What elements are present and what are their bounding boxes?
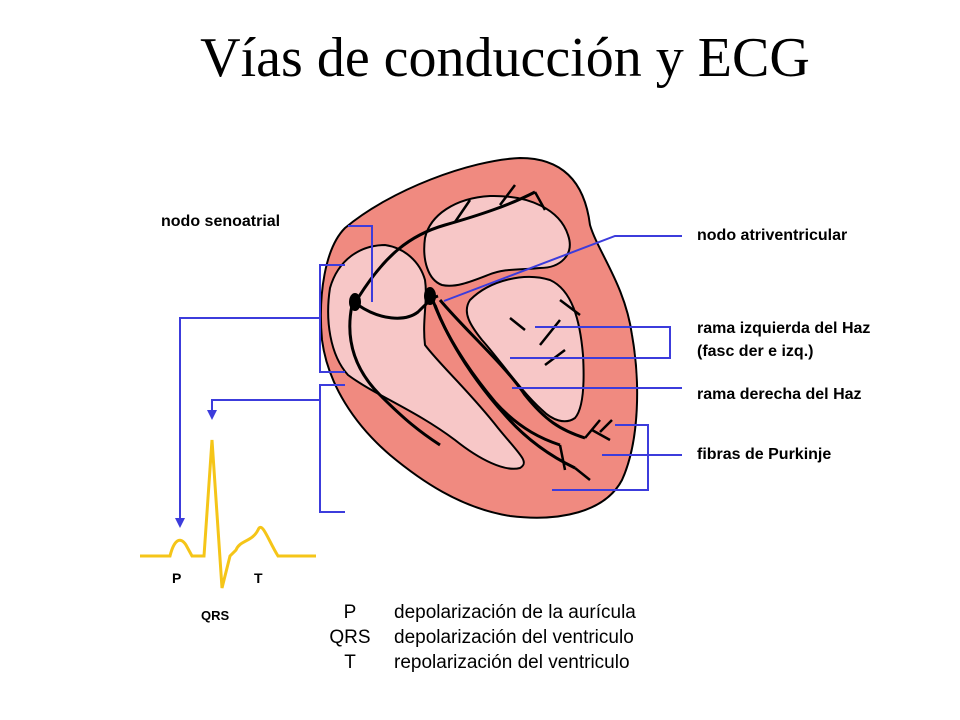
- pointer-av-node: [443, 235, 682, 302]
- label-left-bundle-line1: rama izquierda del Haz: [697, 320, 871, 337]
- legend-key: T: [344, 652, 356, 673]
- bundle-left-branch: [438, 299, 586, 440]
- left-ventricle: [465, 276, 585, 423]
- legend-desc: repolarización del ventriculo: [394, 652, 630, 673]
- arrow-to-qrs: [211, 399, 320, 412]
- pointer-purkinje: [552, 424, 649, 491]
- ecg-trace: [140, 439, 316, 589]
- page-title: Vías de conducción y ECG: [200, 27, 810, 89]
- label-right-bundle: rama derecha del Haz: [697, 386, 862, 403]
- legend-key: P: [343, 602, 357, 623]
- legend-desc: depolarización de la aurícula: [394, 602, 636, 623]
- label-left-bundle-line2: (fasc der e izq.): [697, 343, 814, 360]
- sa-node: [349, 293, 361, 311]
- left-atrium: [423, 194, 571, 287]
- ecg-label-t: T: [254, 570, 263, 586]
- legend-key: QRS: [329, 627, 371, 648]
- pointer-left-bundle: [510, 326, 671, 359]
- label-sa-node: nodo senoatrial: [161, 213, 281, 230]
- internodal-pathway-upper: [356, 190, 536, 299]
- label-av-node: nodo atriventricular: [697, 227, 848, 244]
- ecg-legend: P depolarización de la aurícula QRS depo…: [318, 600, 636, 675]
- label-purkinje: fibras de Purkinje: [697, 446, 832, 463]
- internodal-pathway-lower: [348, 304, 441, 447]
- bundle-main: [430, 297, 561, 447]
- ventricle-bracket: [319, 384, 345, 513]
- legend-row: QRS depolarización del ventriculo: [318, 625, 636, 650]
- right-atrium: [327, 243, 525, 470]
- pointer-sa-node: [348, 225, 373, 302]
- legend-desc: depolarización del ventriculo: [394, 627, 634, 648]
- arrow-head-qrs: [207, 410, 217, 420]
- arrow-to-p: [179, 317, 320, 520]
- legend-row: T repolarización del ventriculo: [318, 650, 636, 675]
- arrow-head-p: [175, 518, 185, 528]
- av-node: [424, 287, 436, 305]
- ecg-label-qrs: QRS: [201, 608, 230, 623]
- legend-row: P depolarización de la aurícula: [318, 600, 636, 625]
- ecg-label-p: P: [172, 570, 182, 586]
